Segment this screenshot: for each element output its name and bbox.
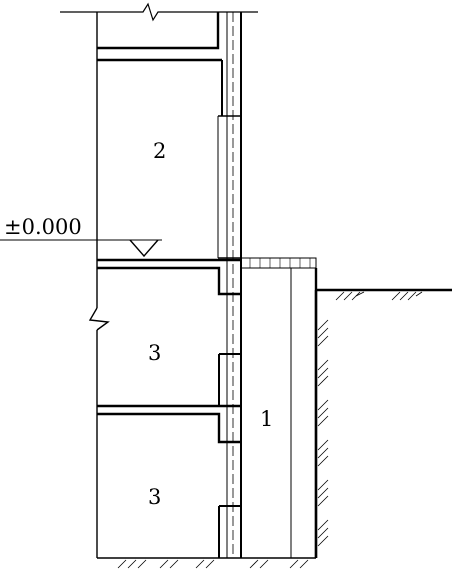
ground-floor-slab xyxy=(97,257,241,296)
zone-label-basement-upper: 3 xyxy=(148,341,161,365)
foundation-hatch xyxy=(117,559,309,569)
zone-label-basement-lower: 3 xyxy=(148,485,161,509)
basement-slab xyxy=(97,353,241,558)
ground-hatch-top xyxy=(335,291,423,301)
zone-label-upper-room: 2 xyxy=(153,139,166,163)
elevation-label: ±0.000 xyxy=(4,215,82,239)
ground-line xyxy=(314,288,452,558)
upper-floor-slab xyxy=(97,12,222,62)
building-left-edge xyxy=(88,12,110,558)
top-break-line xyxy=(60,2,258,22)
main-wall xyxy=(217,12,242,558)
elevation-marker xyxy=(0,239,162,258)
ground-hatch-side xyxy=(317,319,329,547)
zone-label-retaining: 1 xyxy=(260,407,273,431)
retaining-zone xyxy=(240,257,318,558)
